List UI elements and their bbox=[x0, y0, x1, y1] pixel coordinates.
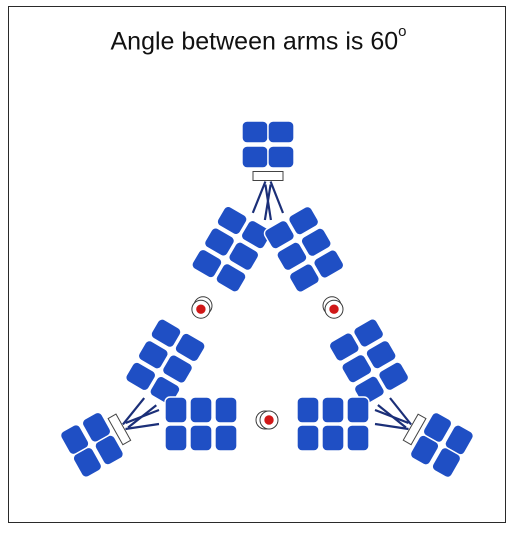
top-antibody-domain-1 bbox=[241, 120, 269, 144]
right-antibody-domain-9 bbox=[352, 318, 385, 348]
right-antibody-domain-3 bbox=[431, 446, 462, 479]
top-antibody-domain-11 bbox=[276, 241, 308, 272]
right-antibody-domain-7 bbox=[377, 361, 410, 392]
top-antibody-domain-3 bbox=[267, 120, 295, 144]
left-antibody-domain-11 bbox=[189, 396, 213, 424]
left-antibody-domain-8 bbox=[137, 339, 169, 370]
top-antibody-domain-13 bbox=[287, 205, 320, 236]
figure-title: Angle between arms is 60o bbox=[0, 23, 517, 56]
top-antibody-arm0-link-1 bbox=[251, 181, 267, 214]
top-antibody-arm1-link-1 bbox=[269, 181, 285, 214]
left-antibody-arm1-link-1 bbox=[125, 422, 160, 431]
left-antibody-domain-3 bbox=[59, 423, 90, 456]
top-antibody-domain-12 bbox=[288, 263, 321, 293]
left-antibody-arm1-link-0 bbox=[125, 408, 160, 425]
top-antibody-domain-2 bbox=[267, 145, 295, 169]
left-antibody-domain-6 bbox=[174, 332, 206, 363]
top-antibody-domain-15 bbox=[313, 249, 345, 279]
right-antibody-hinge bbox=[402, 413, 427, 446]
left-antibody-domain-13 bbox=[164, 424, 188, 452]
top-antibody-domain-6 bbox=[215, 262, 247, 293]
right-antibody-domain-5 bbox=[341, 353, 373, 384]
right-antibody-domain-6 bbox=[328, 332, 360, 362]
top-antibody-arm1-link-0 bbox=[264, 184, 272, 221]
left-antibody-domain-9 bbox=[150, 318, 182, 349]
right-antibody-domain-13 bbox=[346, 424, 370, 452]
right-antibody-arm1-link-1 bbox=[374, 422, 409, 431]
title-text: Angle between arms is 60 bbox=[110, 27, 399, 56]
right-antibody-domain-11 bbox=[321, 396, 345, 424]
left-antibody-domain-2 bbox=[81, 411, 112, 443]
top-antibody-domain-10 bbox=[263, 219, 296, 250]
left-antibody-domain-12 bbox=[214, 396, 238, 424]
left-antibody-domain-10 bbox=[164, 396, 188, 424]
right-antibody-arm1-disulfide bbox=[262, 413, 276, 427]
left-antibody-domain-7 bbox=[125, 361, 157, 392]
top-antibody-domain-5 bbox=[228, 241, 260, 272]
left-antibody-hinge bbox=[107, 413, 132, 446]
left-antibody-domain-14 bbox=[189, 424, 213, 452]
right-antibody-domain-12 bbox=[296, 396, 320, 424]
right-antibody-domain-2 bbox=[409, 434, 440, 466]
top-antibody-domain-0 bbox=[241, 145, 269, 169]
top-antibody-domain-7 bbox=[216, 205, 248, 236]
left-antibody-domain-15 bbox=[214, 424, 238, 452]
top-antibody-domain-9 bbox=[191, 248, 223, 279]
right-antibody-domain-8 bbox=[365, 339, 397, 370]
right-antibody-domain-15 bbox=[296, 424, 320, 452]
left-antibody-arm0-disulfide bbox=[194, 302, 208, 316]
left-antibody-arm0-link-1 bbox=[122, 397, 146, 426]
top-antibody-domain-14 bbox=[300, 227, 332, 258]
left-antibody-domain-5 bbox=[161, 354, 194, 384]
right-antibody-domain-14 bbox=[321, 424, 345, 452]
right-antibody-domain-10 bbox=[346, 396, 370, 424]
top-antibody-domain-8 bbox=[203, 227, 236, 257]
domains-layer bbox=[59, 120, 475, 479]
degree-symbol: o bbox=[398, 23, 407, 40]
right-antibody-arm0-disulfide bbox=[327, 302, 341, 316]
right-antibody-arm1-link-0 bbox=[374, 408, 409, 425]
right-antibody-arm0-link-1 bbox=[389, 397, 412, 426]
top-antibody-hinge bbox=[252, 171, 284, 181]
connections-layer bbox=[122, 181, 412, 431]
joints-layer bbox=[107, 171, 427, 446]
